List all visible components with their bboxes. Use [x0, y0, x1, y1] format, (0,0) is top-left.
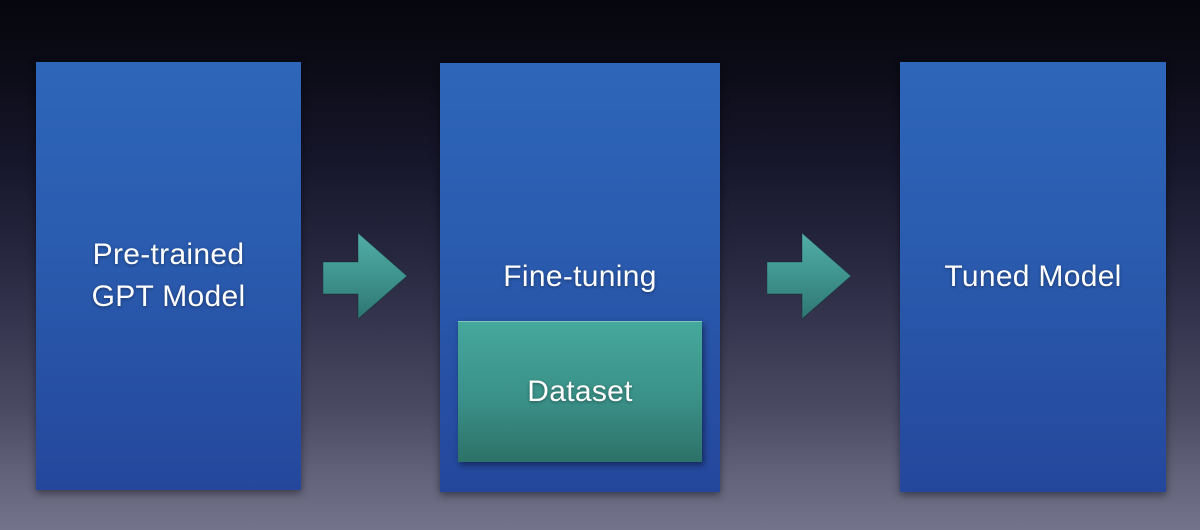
pretrained-label-line-2: GPT Model: [91, 280, 246, 313]
pretrained-gpt-model-box: Pre-trained GPT Model: [36, 62, 301, 490]
tuned-model-box: Tuned Model: [900, 62, 1166, 492]
finetuning-label: Fine-tuning: [503, 260, 657, 293]
right-arrow-icon: [767, 233, 851, 319]
right-arrow-icon: [323, 233, 407, 319]
pretrained-gpt-model-label: Pre-trained GPT Model: [92, 234, 246, 318]
finetuning-box: Fine-tuning Dataset: [440, 63, 720, 492]
tuned-model-label: Tuned Model: [944, 260, 1122, 293]
pretrained-label-line-1: Pre-trained: [92, 238, 245, 271]
dataset-label: Dataset: [527, 374, 633, 408]
dataset-box: Dataset: [458, 321, 702, 462]
